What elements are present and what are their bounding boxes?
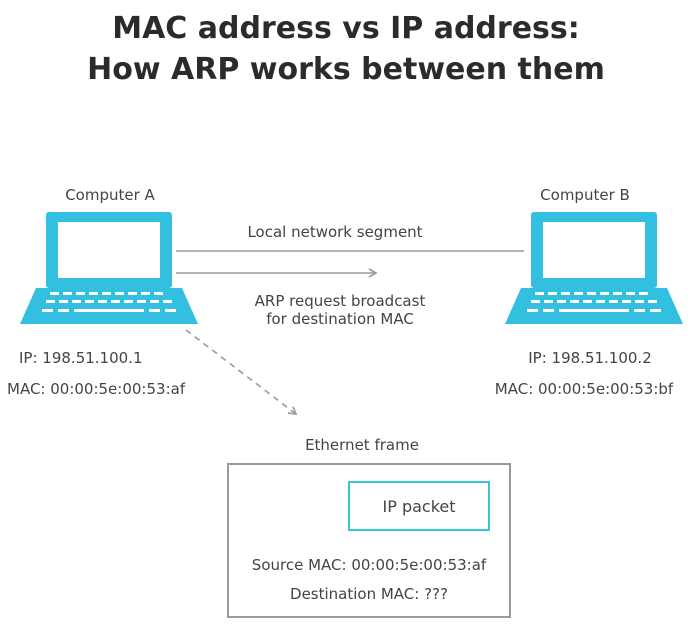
- frame-dashed-arrow: [185, 329, 298, 415]
- ip-packet-box: IP packet: [348, 481, 490, 531]
- computer-b-laptop-icon: [505, 212, 683, 324]
- arp-label-line-2: for destination MAC: [266, 310, 414, 328]
- computer-b-ip: IP: 198.51.100.2: [528, 349, 652, 367]
- arp-request-label: ARP request broadcast for destination MA…: [215, 292, 465, 328]
- network-segment-label: Local network segment: [247, 223, 423, 241]
- source-mac-label: Source MAC: 00:00:5e:00:53:af: [251, 556, 487, 574]
- ethernet-frame-label: Ethernet frame: [305, 436, 419, 454]
- computer-a-name: Computer A: [65, 186, 155, 204]
- computer-a-ip: IP: 198.51.100.1: [19, 349, 143, 367]
- computer-a-laptop-icon: [20, 212, 198, 324]
- arp-label-line-1: ARP request broadcast: [254, 292, 426, 310]
- title-line-1: MAC address vs IP address:: [112, 11, 580, 46]
- diagram-title: MAC address vs IP address: How ARP works…: [0, 8, 692, 90]
- computer-b-name: Computer B: [540, 186, 630, 204]
- computer-b-mac: MAC: 00:00:5e:00:53:bf: [494, 380, 674, 398]
- title-line-2: How ARP works between them: [87, 52, 605, 87]
- ethernet-frame-box: [227, 463, 511, 618]
- computer-a-mac: MAC: 00:00:5e:00:53:af: [7, 380, 186, 398]
- destination-mac-label: Destination MAC: ???: [290, 585, 448, 603]
